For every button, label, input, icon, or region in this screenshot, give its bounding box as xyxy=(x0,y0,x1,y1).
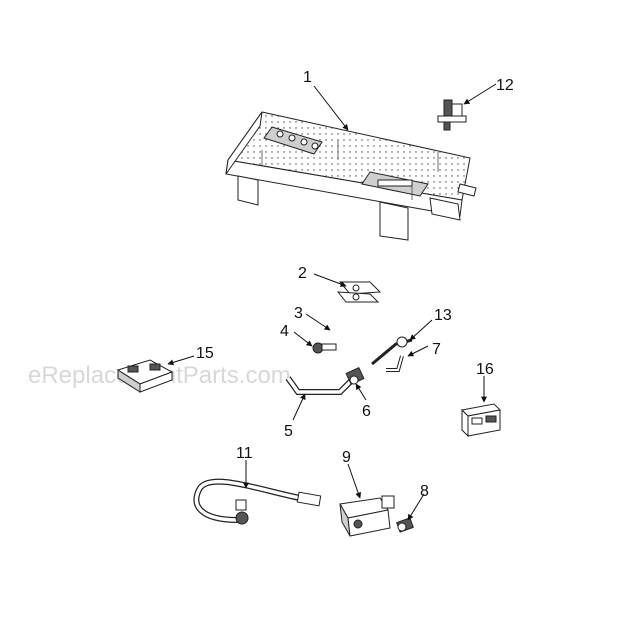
callout-2: 2 xyxy=(298,265,307,282)
part-12-pilot-assembly[interactable] xyxy=(437,99,467,131)
callout-1: 1 xyxy=(303,69,312,86)
part-16-receiver-box[interactable] xyxy=(460,403,502,438)
callout-16: 16 xyxy=(476,361,494,378)
part-8-fitting[interactable] xyxy=(396,517,414,533)
part-3-elbow-tube[interactable] xyxy=(318,304,356,345)
part-1-burner-pan[interactable] xyxy=(225,111,477,241)
callout-9: 9 xyxy=(342,449,351,466)
part-9-gas-valve[interactable] xyxy=(339,495,395,537)
callout-5: 5 xyxy=(284,423,293,440)
leader-lines xyxy=(167,83,497,521)
part-13-pilot-tube[interactable] xyxy=(371,336,413,366)
callout-13: 13 xyxy=(434,307,452,324)
callout-7: 7 xyxy=(432,341,441,358)
part-5-gas-tube[interactable] xyxy=(285,376,355,395)
callout-15: 15 xyxy=(196,345,214,362)
callout-labels: 1 12 2 3 4 5 6 7 8 9 11 13 15 16 xyxy=(196,69,514,500)
part-2-gasket[interactable] xyxy=(336,281,382,303)
callout-3: 3 xyxy=(294,305,303,322)
part-7-tube[interactable] xyxy=(386,355,404,372)
callout-12: 12 xyxy=(496,77,514,94)
callout-11: 11 xyxy=(236,445,253,462)
callout-6: 6 xyxy=(362,403,371,420)
callout-8: 8 xyxy=(420,483,429,500)
part-11-flex-hose[interactable] xyxy=(193,478,322,525)
callout-4: 4 xyxy=(280,323,289,340)
part-15-control-module[interactable] xyxy=(116,359,174,393)
part-6-fitting[interactable] xyxy=(345,366,365,386)
part-4-orifice[interactable] xyxy=(312,342,337,354)
